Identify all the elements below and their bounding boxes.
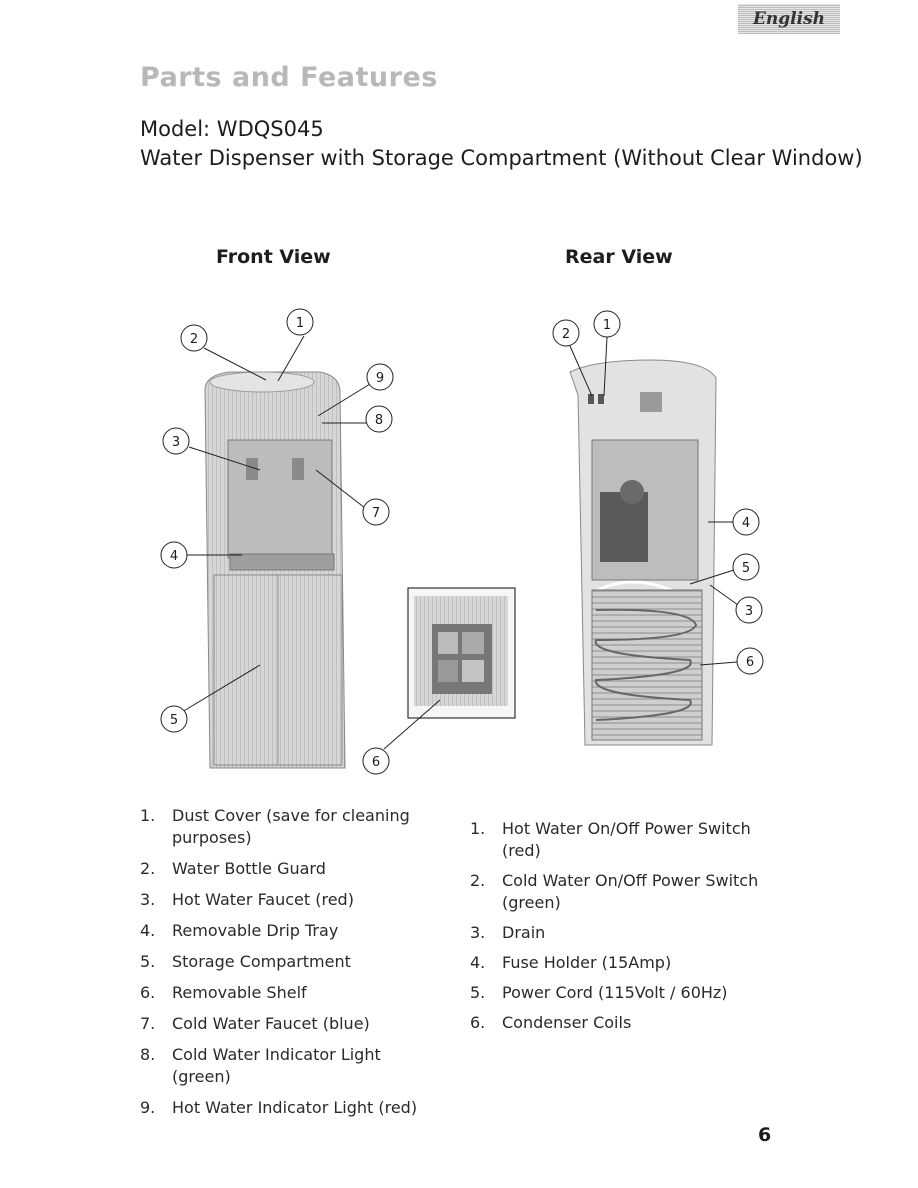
front-callout-1: 1 [286,308,314,336]
svg-text:6: 6 [372,755,380,770]
item-label: Water Bottle Guard [172,859,326,878]
front-parts-list: 1. Dust Cover (save for cleaning purposes… [140,805,440,1128]
list-item: 9. Hot Water Indicator Light (red) [140,1097,440,1119]
front-callout-8: 8 [365,405,393,433]
list-item: 5. Power Cord (115Volt / 60Hz) [470,982,790,1004]
item-number: 1. [140,806,156,825]
front-callout-6: 6 [362,747,390,775]
item-number: 8. [140,1045,156,1064]
svg-text:7: 7 [372,506,380,521]
item-label: Storage Compartment [172,952,351,971]
list-item: 5. Storage Compartment [140,951,440,973]
list-item: 2. Water Bottle Guard [140,858,440,880]
svg-text:5: 5 [742,561,750,576]
item-label: Removable Drip Tray [172,921,339,940]
item-label: Power Cord (115Volt / 60Hz) [502,983,728,1002]
front-view-title: Front View [216,246,331,268]
front-dispenser-drawing [204,371,346,769]
list-item: 2. Cold Water On/Off Power Switch (green) [470,870,790,914]
front-callout-9: 9 [366,363,394,391]
item-label: Cold Water On/Off Power Switch (green) [502,871,759,912]
rear-callout-4: 4 [732,508,760,536]
item-label: Dust Cover (save for cleaning purposes) [172,806,410,847]
list-item: 6. Removable Shelf [140,982,440,1004]
list-item: 6. Condenser Coils [470,1012,790,1034]
rear-callout-6: 6 [736,647,764,675]
svg-text:8: 8 [375,413,383,428]
front-callout-7: 7 [362,498,390,526]
rear-callout-2: 2 [552,319,580,347]
list-item: 1. Dust Cover (save for cleaning purposes… [140,805,440,849]
svg-text:3: 3 [745,604,753,619]
svg-text:1: 1 [603,318,611,333]
front-callout-4: 4 [160,541,188,569]
list-item: 3. Drain [470,922,790,944]
product-subtitle: Water Dispenser with Storage Compartment… [140,146,863,170]
item-label: Removable Shelf [172,983,307,1002]
list-item: 4. Fuse Holder (15Amp) [470,952,790,974]
rear-parts-list: 1. Hot Water On/Off Power Switch (red) 2.… [470,818,790,1042]
rear-callouts [569,336,739,666]
language-tab-label: English [752,9,826,29]
shelf-inset-drawing [407,587,516,719]
item-number: 2. [470,871,486,890]
svg-text:4: 4 [742,516,750,531]
svg-text:6: 6 [746,655,754,670]
model-number: Model: WDQS045 [140,117,324,141]
item-number: 5. [470,983,486,1002]
front-callouts [181,335,441,750]
list-item: 3. Hot Water Faucet (red) [140,889,440,911]
rear-dispenser-drawing [569,359,717,746]
page-title: Parts and Features [140,62,438,93]
svg-text:1: 1 [296,316,304,331]
item-label: Fuse Holder (15Amp) [502,953,672,972]
page-number: 6 [758,1124,772,1146]
item-label: Cold Water Faucet (blue) [172,1014,370,1033]
list-item: 8. Cold Water Indicator Light (green) [140,1044,440,1088]
item-number: 4. [140,921,156,940]
item-number: 1. [470,819,486,838]
front-callout-3: 3 [162,427,190,455]
svg-text:3: 3 [172,435,180,450]
language-tab: English [738,4,840,34]
item-number: 3. [470,923,486,942]
svg-text:2: 2 [562,327,570,342]
item-number: 3. [140,890,156,909]
item-label: Drain [502,923,546,942]
item-number: 7. [140,1014,156,1033]
rear-callout-5: 5 [732,553,760,581]
item-number: 9. [140,1098,156,1117]
item-number: 6. [140,983,156,1002]
list-item: 1. Hot Water On/Off Power Switch (red) [470,818,790,862]
item-number: 5. [140,952,156,971]
svg-text:4: 4 [170,549,178,564]
item-number: 6. [470,1013,486,1032]
item-number: 4. [470,953,486,972]
svg-text:2: 2 [190,332,198,347]
rear-view-title: Rear View [565,246,673,268]
item-label: Hot Water On/Off Power Switch (red) [502,819,751,860]
front-callout-5: 5 [160,705,188,733]
item-label: Hot Water Faucet (red) [172,890,354,909]
front-callout-2: 2 [180,324,208,352]
item-number: 2. [140,859,156,878]
list-item: 4. Removable Drip Tray [140,920,440,942]
svg-text:9: 9 [376,371,384,386]
svg-text:5: 5 [170,713,178,728]
rear-callout-3: 3 [735,596,763,624]
item-label: Hot Water Indicator Light (red) [172,1098,418,1117]
rear-callout-1: 1 [593,310,621,338]
list-item: 7. Cold Water Faucet (blue) [140,1013,440,1035]
item-label: Condenser Coils [502,1013,632,1032]
item-label: Cold Water Indicator Light (green) [172,1045,381,1086]
